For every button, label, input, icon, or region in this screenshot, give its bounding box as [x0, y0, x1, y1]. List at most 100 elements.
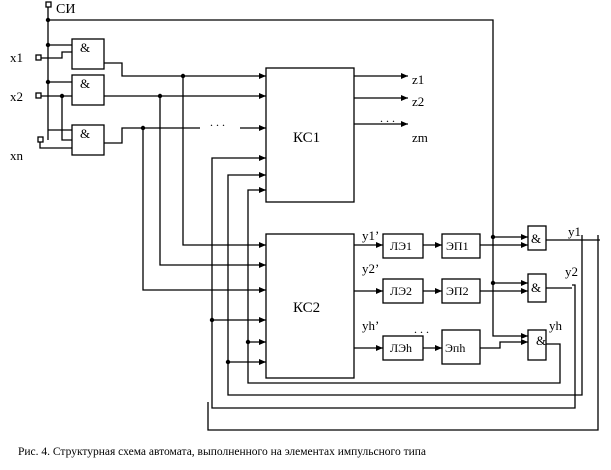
arrowheads [259, 73, 528, 365]
terminal-x2 [35, 92, 42, 99]
output-zm-label: zm [412, 130, 428, 145]
arrow [259, 155, 266, 161]
eph-label: Эпh [445, 341, 465, 355]
figure-caption: Рис. 4. Структурная схема автомата, выпо… [18, 446, 426, 458]
ellipsis: . . . [380, 111, 395, 125]
ellipsis: . . . [210, 115, 225, 129]
output-yh-label: yh [549, 318, 563, 333]
output-z2-label: z2 [412, 94, 424, 109]
gate2-output [104, 95, 266, 266]
junction-dot [45, 42, 51, 48]
arrow [401, 73, 408, 79]
junction-dot [45, 17, 51, 23]
arrow [376, 288, 383, 294]
arrow [259, 93, 266, 99]
arrow [259, 73, 266, 79]
feedback-outer [207, 235, 599, 431]
junctions [45, 17, 496, 365]
junction-dot [245, 339, 251, 345]
le2-label: ЛЭ2 [390, 284, 412, 298]
arrow [259, 172, 266, 178]
arrow [521, 242, 528, 248]
arrow [376, 242, 383, 248]
gate1-label: & [80, 40, 90, 55]
arrow [435, 288, 442, 294]
arrow [259, 187, 266, 193]
junction-dot [140, 125, 146, 131]
junction-dot [490, 280, 496, 286]
gate2-label: & [80, 76, 90, 91]
terminal-xn [37, 136, 44, 143]
ks2-label: КС2 [293, 300, 320, 316]
arrow [376, 345, 383, 351]
si-to-outh [492, 283, 528, 337]
junction-dot [59, 93, 65, 99]
arrow [521, 234, 528, 240]
arrow [401, 121, 408, 127]
arrow [521, 288, 528, 294]
arrow [435, 345, 442, 351]
input-xn-label: xn [10, 148, 24, 163]
ks1-block [265, 67, 355, 203]
signal-y2p-label: y2’ [362, 261, 379, 276]
arrow [521, 333, 528, 339]
ellipsis: . . . [414, 322, 429, 336]
gate1-output [104, 62, 266, 246]
arrow [259, 262, 266, 268]
arrow [259, 317, 266, 323]
arrow [259, 287, 266, 293]
le1-label: ЛЭ1 [390, 239, 412, 253]
out-gate1-label: & [531, 231, 541, 246]
ep1-block [441, 233, 481, 259]
output-gate-1 [527, 225, 547, 251]
eph-block [441, 329, 481, 365]
junction-dot [45, 79, 51, 85]
input-x1-label: x1 [10, 50, 23, 65]
feedback-y2 [211, 157, 576, 409]
input-gate-2 [71, 74, 105, 106]
arrow [259, 359, 266, 365]
output-gate-h [527, 329, 547, 361]
arrow [401, 95, 408, 101]
leh-label: ЛЭh [390, 341, 412, 355]
junction-dot [157, 93, 163, 99]
si-label: СИ [56, 2, 75, 17]
arrow [259, 125, 266, 131]
output-z1-label: z1 [412, 72, 424, 87]
si-taps [48, 44, 72, 131]
labels: СИ & & & x1 x2 xn . . . . . . . . . КС1 … [10, 2, 581, 458]
output-y1-label: y1 [568, 224, 581, 239]
ks2-block [265, 233, 355, 379]
output-y2-label: y2 [565, 264, 578, 279]
ks1-label: КС1 [293, 130, 320, 146]
le1-block [382, 233, 424, 259]
input-xn-fork [61, 96, 72, 141]
out-gate2-label: & [531, 280, 541, 295]
ep2-block [441, 278, 481, 304]
gate3-output [104, 127, 266, 291]
ep2-label: ЭП2 [446, 284, 469, 298]
arrow [521, 339, 528, 345]
input-xn-line [39, 140, 72, 149]
wires [39, 4, 600, 431]
terminal-x1 [35, 54, 42, 61]
junction-dot [225, 359, 231, 365]
ep1-label: ЭП1 [446, 239, 469, 253]
gate3-label: & [80, 126, 90, 141]
junction-dot [490, 234, 496, 240]
input-gate-1 [71, 38, 105, 70]
input-x2-label: x2 [10, 89, 23, 104]
le2-block [382, 278, 424, 304]
junction-dot [180, 73, 186, 79]
input-gate-n [71, 124, 105, 156]
out-gateh-label: & [536, 333, 546, 348]
si-line [47, 4, 494, 232]
junction-dot [209, 317, 215, 323]
leh-block [382, 335, 424, 361]
input-x1-line [40, 51, 72, 59]
output-gate-2 [527, 273, 547, 303]
arrow [521, 280, 528, 286]
signal-yhp-label: yh’ [362, 318, 379, 333]
arrow [435, 242, 442, 248]
